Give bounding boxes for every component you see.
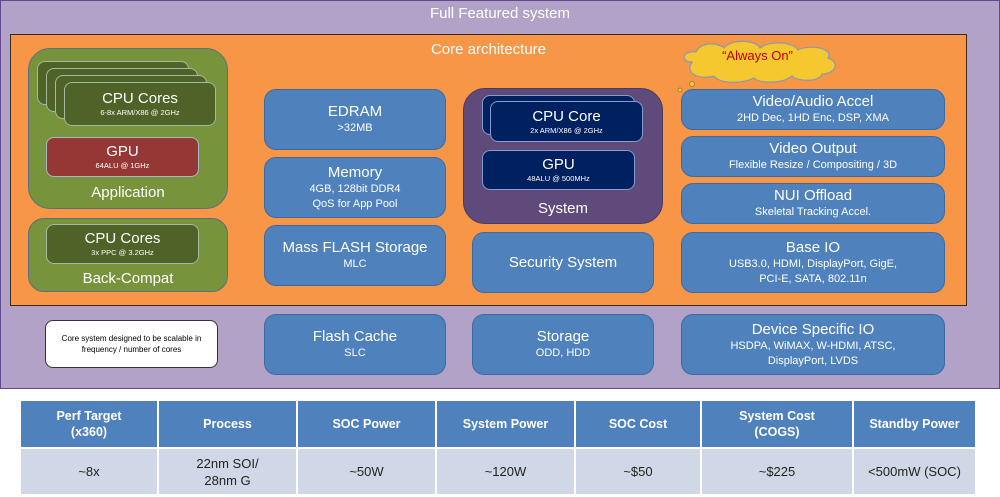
value-process: 22nm SOI/ 28nm G bbox=[157, 447, 298, 496]
storage-block: Storage ODD, HDD bbox=[472, 314, 654, 375]
system-cpu-core: CPU Core 2x ARM/X86 @ 2GHz bbox=[490, 101, 643, 142]
flash-cache-block: Flash Cache SLC bbox=[264, 314, 446, 375]
flash-cache-title: Flash Cache bbox=[312, 328, 398, 345]
mass-flash-title: Mass FLASH Storage bbox=[282, 239, 428, 256]
specs-table: Perf Target (x360) Process SOC Power Sys… bbox=[19, 399, 977, 496]
value-system-cost: ~$225 bbox=[700, 447, 854, 496]
full-featured-system-title: Full Featured system bbox=[429, 5, 571, 22]
storage-detail: ODD, HDD bbox=[535, 347, 591, 359]
always-on-label: “Always On” bbox=[722, 48, 793, 63]
back-compat-cpu-title: CPU Cores bbox=[84, 230, 161, 247]
specs-value-row: ~8x 22nm SOI/ 28nm G ~50W ~120W ~$50 ~$2… bbox=[19, 447, 977, 496]
memory-detail-1: 4GB, 128bit DDR4 bbox=[309, 182, 401, 195]
back-compat-cpu-cores: CPU Cores 3x PPC @ 3.2GHz bbox=[46, 224, 199, 264]
header-soc-cost: SOC Cost bbox=[574, 399, 702, 449]
device-io-title: Device Specific IO bbox=[751, 320, 875, 338]
security-system-title: Security System bbox=[508, 253, 618, 271]
video-audio-detail: 2HD Dec, 1HD Enc, DSP, XMA bbox=[736, 112, 889, 124]
memory-title: Memory bbox=[327, 163, 383, 181]
value-soc-power: ~50W bbox=[296, 447, 437, 496]
system-gpu-title: GPU bbox=[542, 156, 575, 173]
core-architecture-title: Core architecture bbox=[430, 41, 547, 58]
application-cpu-cores: CPU Cores 6-8x ARM/X86 @ 2GHz bbox=[64, 82, 216, 126]
application-gpu-title: GPU bbox=[106, 143, 139, 160]
edram-title: EDRAM bbox=[327, 103, 383, 120]
value-perf-target: ~8x bbox=[19, 447, 159, 496]
scalability-note-text: Core system designed to be scalable in f… bbox=[61, 334, 202, 354]
base-io-detail-2: PCI-E, SATA, 802.11n bbox=[759, 272, 867, 285]
base-io-detail-1: USB3.0, HDMI, DisplayPort, GigE, bbox=[728, 257, 898, 270]
video-output-block: Video Output Flexible Resize / Compositi… bbox=[681, 136, 945, 177]
application-label: Application bbox=[91, 184, 165, 201]
value-standby-power: <500mW (SOC) bbox=[852, 447, 977, 496]
system-gpu-detail: 48ALU @ 500MHz bbox=[527, 174, 590, 183]
video-audio-title: Video/Audio Accel bbox=[752, 93, 874, 110]
nui-offload-title: NUI Offload bbox=[773, 187, 853, 204]
mass-flash-storage-block: Mass FLASH Storage MLC bbox=[264, 225, 446, 286]
header-standby-power: Standby Power bbox=[852, 399, 977, 449]
memory-block: Memory 4GB, 128bit DDR4 QoS for App Pool bbox=[264, 157, 446, 218]
video-audio-accel-block: Video/Audio Accel 2HD Dec, 1HD Enc, DSP,… bbox=[681, 89, 945, 130]
system-label: System bbox=[537, 200, 588, 217]
back-compat-label: Back-Compat bbox=[82, 270, 174, 287]
application-gpu: GPU 64ALU @ 1GHz bbox=[46, 137, 199, 177]
header-system-cost: System Cost (COGS) bbox=[700, 399, 854, 449]
edram-detail: >32MB bbox=[337, 122, 373, 134]
scalability-note: Core system designed to be scalable in f… bbox=[45, 320, 218, 368]
base-io-title: Base IO bbox=[785, 238, 841, 256]
header-process: Process bbox=[157, 399, 298, 449]
application-cpu-detail: 6-8x ARM/X86 @ 2GHz bbox=[100, 108, 180, 117]
application-gpu-detail: 64ALU @ 1GHz bbox=[95, 161, 150, 170]
video-output-detail: Flexible Resize / Compositing / 3D bbox=[728, 159, 898, 171]
nui-offload-detail: Skeletal Tracking Accel. bbox=[754, 206, 872, 218]
application-cpu-title: CPU Cores bbox=[102, 90, 178, 107]
specs-header-row: Perf Target (x360) Process SOC Power Sys… bbox=[19, 399, 977, 449]
device-specific-io-block: Device Specific IO HSDPA, WiMAX, W-HDMI,… bbox=[681, 314, 945, 375]
security-system-block: Security System bbox=[472, 232, 654, 293]
device-io-detail-1: HSDPA, WiMAX, W-HDMI, ATSC, bbox=[730, 339, 896, 352]
system-cpu-title: CPU Core bbox=[532, 107, 601, 125]
base-io-block: Base IO USB3.0, HDMI, DisplayPort, GigE,… bbox=[681, 232, 945, 293]
memory-detail-2: QoS for App Pool bbox=[312, 197, 398, 210]
device-io-detail-2: DisplayPort, LVDS bbox=[767, 354, 859, 367]
system-cpu-detail: 2x ARM/X86 @ 2GHz bbox=[530, 125, 603, 135]
header-perf-target: Perf Target (x360) bbox=[19, 399, 159, 449]
system-gpu: GPU 48ALU @ 500MHz bbox=[482, 150, 635, 190]
thought-cloud-icon bbox=[677, 40, 836, 93]
mass-flash-detail: MLC bbox=[343, 258, 367, 270]
storage-title: Storage bbox=[536, 328, 590, 345]
header-soc-power: SOC Power bbox=[296, 399, 437, 449]
header-system-power: System Power bbox=[435, 399, 576, 449]
edram-block: EDRAM >32MB bbox=[264, 89, 446, 150]
value-soc-cost: ~$50 bbox=[574, 447, 702, 496]
value-system-power: ~120W bbox=[435, 447, 576, 496]
back-compat-cpu-detail: 3x PPC @ 3.2GHz bbox=[91, 248, 154, 257]
video-output-title: Video Output bbox=[769, 140, 857, 157]
nui-offload-block: NUI Offload Skeletal Tracking Accel. bbox=[681, 183, 945, 224]
flash-cache-detail: SLC bbox=[344, 347, 366, 359]
